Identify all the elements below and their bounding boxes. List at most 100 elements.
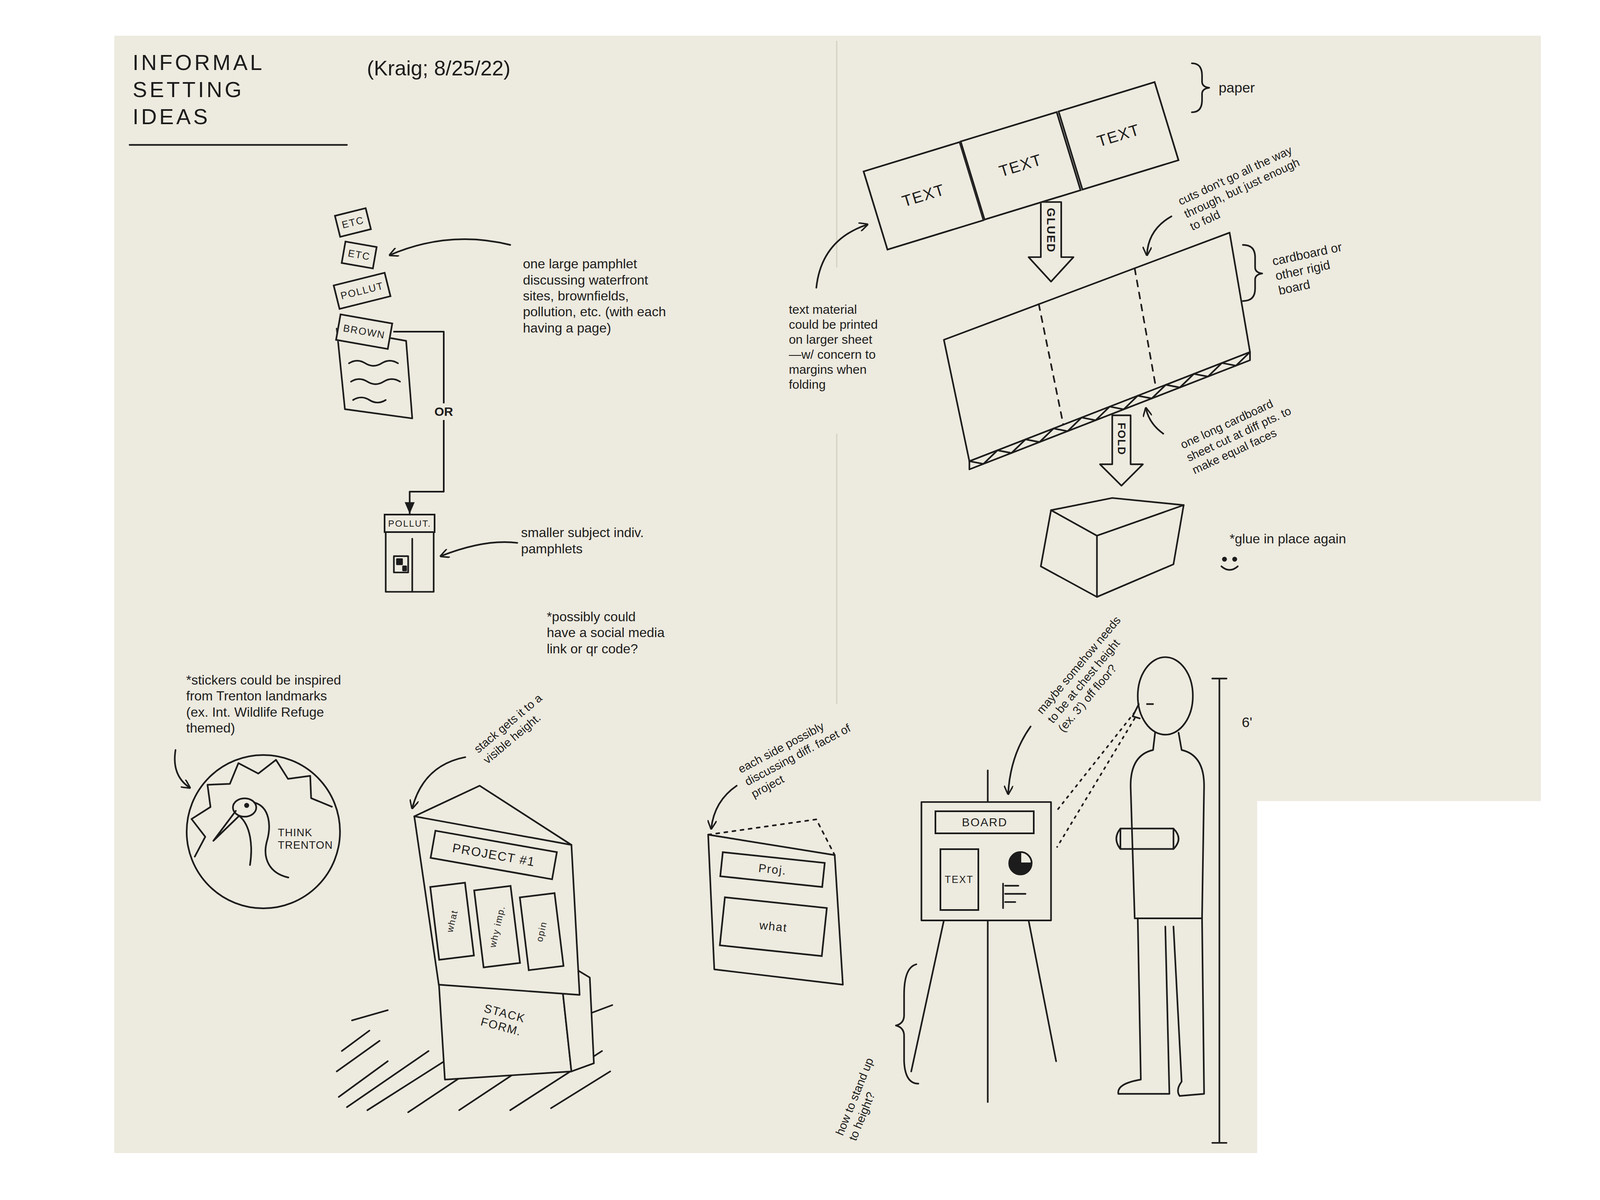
- sight-line: [1057, 712, 1135, 847]
- pamphlet-scribble: [349, 360, 400, 403]
- display-board: [921, 802, 1051, 921]
- person-head: [1137, 657, 1193, 735]
- annotation: paper: [1218, 79, 1255, 97]
- height-bar: [1212, 678, 1227, 1143]
- person-face: [1132, 704, 1153, 719]
- qr-code: [393, 556, 408, 573]
- sticker-outline: [186, 755, 340, 909]
- leader-arrow: [174, 750, 190, 788]
- cut-line: [1038, 268, 1157, 425]
- node-text: Proj.: [757, 861, 788, 878]
- pamphlet-panel: ETC: [334, 207, 373, 238]
- pamphlet-panel: BROWN: [335, 313, 394, 350]
- node-text: why imp.: [487, 904, 508, 949]
- annotation: maybe somehow needs to be at chest heigh…: [1033, 612, 1146, 735]
- connector: [393, 331, 444, 514]
- leader-arrow: [390, 239, 511, 255]
- text-column: TEXT: [939, 848, 980, 911]
- column-box: why imp.: [472, 885, 521, 969]
- leader-arrow: [440, 542, 518, 557]
- arrow-head: [404, 502, 415, 514]
- column-box: opin: [519, 892, 565, 971]
- annotation: *stickers could be inspired from Trenton…: [186, 672, 345, 737]
- bar-lines: [1002, 883, 1026, 909]
- pie-chart: [1009, 852, 1032, 875]
- header-box: PROJECT #1: [429, 830, 558, 881]
- node-text: TEXT: [997, 150, 1045, 182]
- sticker-artwork: [184, 752, 343, 911]
- board-title: BOARD: [934, 810, 1035, 835]
- node-text: TEXT: [1094, 120, 1142, 152]
- smiley-mouth: [1221, 566, 1238, 570]
- leader-arrow: [1008, 726, 1031, 795]
- qr-dot: [402, 566, 406, 571]
- sticker-circle: THINK TRENTON: [184, 752, 343, 911]
- prism-edges: [1050, 505, 1184, 597]
- title-underline: [129, 144, 348, 146]
- brace: [1242, 245, 1263, 302]
- heron-beak: [213, 810, 240, 841]
- annotation: cuts don't go all the way through, but j…: [1175, 137, 1319, 234]
- node-text: POLLUT: [339, 280, 385, 302]
- leader-arrow: [1145, 408, 1164, 434]
- node-text: opin: [534, 920, 550, 943]
- easel-pole: [987, 770, 989, 803]
- node-text: BOARD: [961, 815, 1008, 830]
- author-date: (Kraig; 8/25/22): [367, 55, 511, 81]
- arrow-label: GLUED: [1044, 207, 1059, 253]
- node-text: THINK TRENTON: [277, 826, 341, 852]
- person-arms: [1116, 828, 1179, 850]
- node-text: POLLUT.: [388, 518, 432, 529]
- stack-upper-face: [414, 816, 580, 995]
- fold-arrow: [1100, 415, 1143, 486]
- pamphlet-panel: POLLUT: [332, 271, 392, 310]
- arrow-label: FOLD: [1115, 422, 1128, 456]
- annotation: cardboard or other rigid board: [1270, 236, 1362, 298]
- leader-arrow: [711, 785, 737, 829]
- person-legs: [1118, 918, 1205, 1096]
- pie-slice: [1020, 852, 1032, 864]
- brace: [895, 964, 919, 1084]
- header-box: Proj.: [719, 851, 826, 888]
- heron-eye: [245, 803, 249, 808]
- node-text: TEXT: [944, 873, 974, 886]
- paper-sheet: [114, 35, 1541, 1154]
- node-text: what: [758, 918, 788, 935]
- brace: [1191, 63, 1210, 113]
- annotation: each side possibly discussing diff. face…: [735, 705, 866, 801]
- annotation: *glue in place again: [1229, 530, 1346, 547]
- node-text: TEXT: [899, 180, 947, 212]
- pamphlet-fold: [411, 538, 413, 592]
- leader-arrow: [412, 757, 465, 808]
- node-text: what: [444, 909, 460, 934]
- annotation: text material could be printed on larger…: [788, 302, 885, 393]
- qr-dot: [397, 559, 403, 565]
- prism-face: STACK FORM.: [467, 995, 540, 1046]
- folded-prism: [1040, 497, 1184, 598]
- page-title: INFORMAL SETTING IDEAS: [132, 49, 308, 131]
- leader-arrow: [816, 224, 868, 288]
- pamphlet-panel: ETC: [340, 240, 378, 270]
- hidden-edges: [708, 819, 835, 856]
- node-text: ETC: [340, 214, 366, 231]
- pamphlet-title: POLLUT.: [383, 513, 436, 533]
- annotation: how to stand up to height?: [832, 1051, 892, 1143]
- node-text: STACK FORM.: [471, 1000, 535, 1041]
- content-box: what: [719, 896, 828, 957]
- glued-arrow: [1028, 202, 1074, 282]
- column-box: what: [429, 882, 475, 961]
- easel-legs: [911, 920, 1057, 1103]
- annotation: stack gets it to a visible height.: [471, 686, 560, 767]
- dimension-label: 6': [1241, 713, 1253, 731]
- heron-head: [232, 798, 257, 817]
- node-text: PROJECT #1: [451, 840, 537, 870]
- side-face: [708, 834, 843, 985]
- small-pamphlet: [385, 515, 434, 593]
- edge-label: OR: [430, 403, 458, 420]
- annotation: one large pamphlet discussing waterfront…: [522, 255, 682, 336]
- smiley-eye: [1232, 557, 1237, 561]
- leader-arrow: [1147, 216, 1172, 255]
- node-text: ETC: [347, 247, 372, 263]
- annotation: smaller subject indiv. pamphlets: [521, 524, 659, 557]
